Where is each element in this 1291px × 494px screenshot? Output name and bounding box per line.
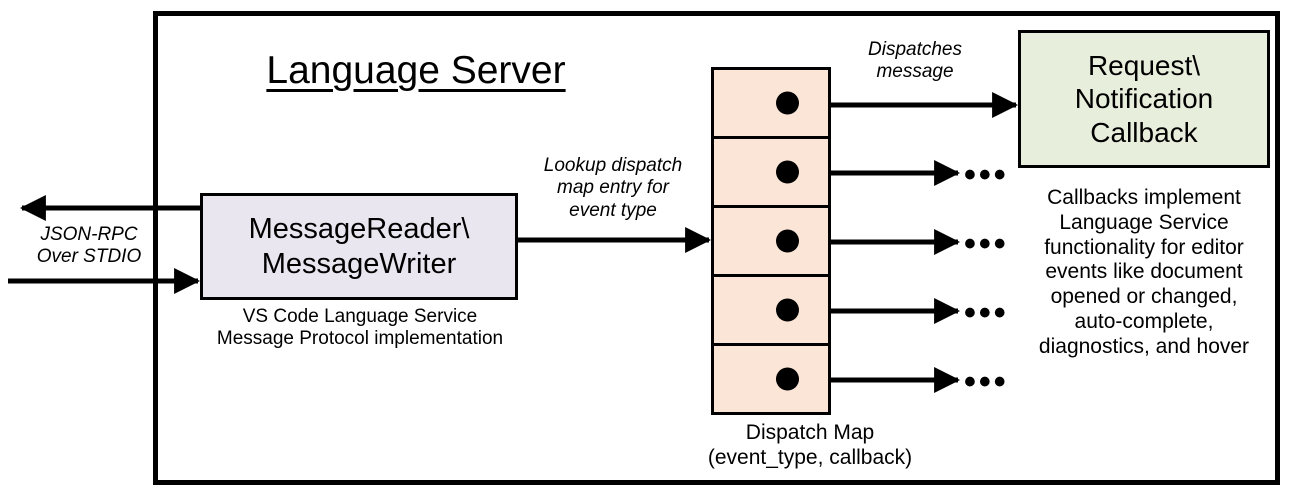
message-reader-writer-caption: VS Code Language Service Message Protoco… <box>216 306 504 350</box>
dispatch-entry-dot-icon <box>776 229 799 253</box>
dispatch-map-row[interactable] <box>714 277 828 346</box>
dispatch-entry-dot-icon <box>776 160 799 184</box>
dispatch-entry-dot-icon <box>776 91 799 115</box>
ellipsis-dispatch-2: ••• <box>964 156 1009 194</box>
ellipsis-dispatch-3: ••• <box>964 225 1009 263</box>
dispatch-map-row[interactable] <box>714 139 828 208</box>
ellipsis-dispatch-4: ••• <box>964 294 1009 332</box>
ellipsis-dispatch-5: ••• <box>964 363 1009 401</box>
dispatch-map-row[interactable] <box>714 208 828 277</box>
dispatch-map-row[interactable] <box>714 346 828 412</box>
dispatch-map-table[interactable] <box>711 67 831 415</box>
dispatch-map-caption: Dispatch Map (event_type, callback) <box>707 421 913 469</box>
dispatch-entry-dot-icon <box>776 367 799 391</box>
callback-caption: Callbacks implement Language Service fun… <box>1038 186 1250 358</box>
request-notification-callback-box[interactable]: Request\ Notification Callback <box>1018 30 1270 168</box>
dispatch-map-row[interactable] <box>714 70 828 139</box>
language-server-boundary <box>153 11 1280 485</box>
transport-label: JSON-RPC Over STDIO <box>36 224 142 268</box>
lookup-dispatch-label: Lookup dispatch map entry for event type <box>543 155 683 221</box>
diagram-title: Language Server <box>266 49 566 92</box>
message-reader-writer-box[interactable]: MessageReader\ MessageWriter <box>200 193 518 300</box>
dispatch-entry-dot-icon <box>776 298 799 322</box>
dispatches-message-label: Dispatches message <box>868 39 962 83</box>
